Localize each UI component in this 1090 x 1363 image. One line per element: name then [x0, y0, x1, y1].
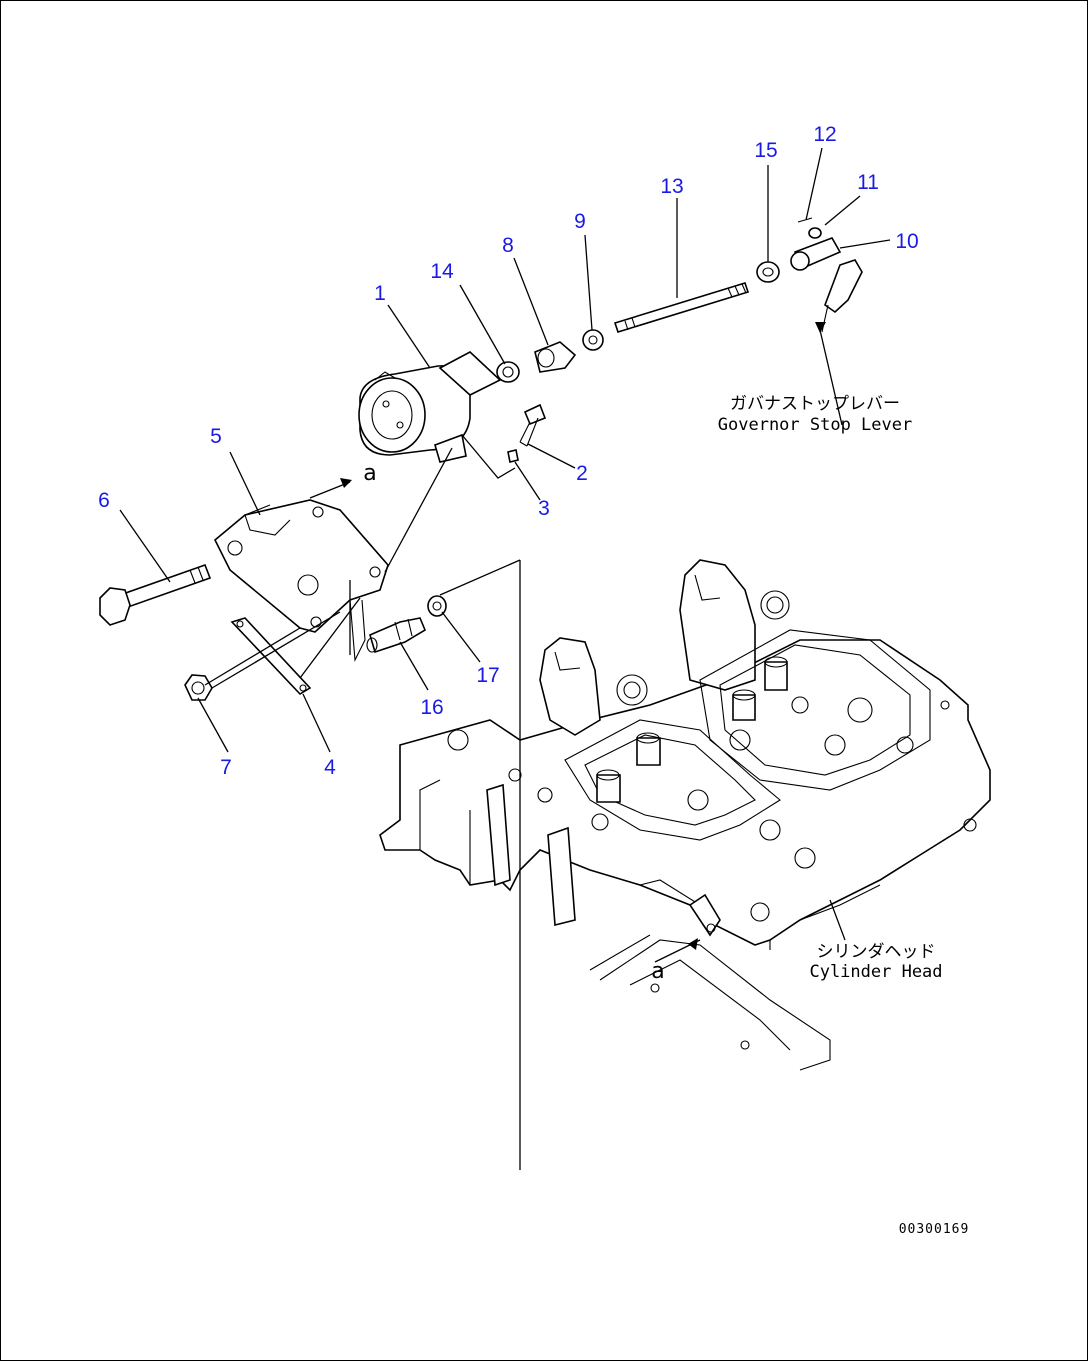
reference-mark-top: a: [363, 461, 376, 486]
clevis-part-10: [790, 237, 842, 271]
bolt-part-6: [99, 563, 212, 626]
callout-14: 14: [430, 260, 454, 283]
callout-16: 16: [420, 696, 443, 719]
engine-hole: [740, 1040, 750, 1050]
fitting-part-16: [366, 617, 427, 654]
bracket-part-5: [214, 499, 389, 663]
pin-part-11: [808, 227, 822, 239]
governor-stop-lever-label-en: Governor Stop Lever: [718, 415, 912, 435]
nut-part-15: [756, 261, 780, 283]
callout-15: 15: [754, 139, 777, 162]
callout-12: 12: [813, 123, 836, 146]
cotter-part-12: [797, 217, 813, 223]
reference-mark-bottom: a: [651, 959, 664, 984]
washer-part-17: [427, 595, 447, 617]
callout-10: 10: [895, 230, 918, 253]
rod-part-13: [613, 282, 750, 333]
engine-block-outline: [599, 939, 831, 1071]
callout-3: 3: [538, 497, 550, 520]
callout-1: 1: [374, 282, 386, 305]
nut-part-14: [496, 361, 520, 383]
callout-13: 13: [660, 175, 683, 198]
arrow-head: [688, 938, 698, 950]
governor-stop-lever-label-jp: ガバナストップレバー: [730, 394, 900, 414]
cylinder-head-label-jp: シリンダヘッド: [817, 942, 936, 962]
washer-part-3: [507, 449, 519, 463]
nut-part-9: [582, 329, 604, 351]
callout-4: 4: [324, 756, 336, 779]
arrow-head: [815, 322, 826, 333]
governor-stop-lever: [821, 259, 863, 333]
leader-lines: [119, 147, 891, 963]
callout-5: 5: [210, 425, 222, 448]
callout-6: 6: [98, 489, 110, 512]
nut-part-7: [184, 674, 213, 701]
section-boundary: [349, 559, 521, 1170]
cylinder-head: [379, 559, 991, 950]
joint-part-8: [534, 341, 577, 373]
callout-17: 17: [476, 664, 499, 687]
callout-2: 2: [576, 462, 588, 485]
arrow-head: [340, 478, 352, 488]
engine-gasket-outline: [589, 934, 791, 1051]
callout-7: 7: [220, 756, 232, 779]
cylinder-head-label-en: Cylinder Head: [809, 962, 942, 982]
callout-9: 9: [574, 210, 586, 233]
engine-hole: [650, 983, 660, 993]
stop-solenoid: [358, 351, 502, 463]
callout-8: 8: [502, 234, 514, 257]
plate-part-4: [230, 617, 312, 696]
bolt-part-2: [519, 403, 547, 447]
drawing-code: 00300169: [899, 1222, 970, 1237]
callout-11: 11: [857, 171, 879, 194]
